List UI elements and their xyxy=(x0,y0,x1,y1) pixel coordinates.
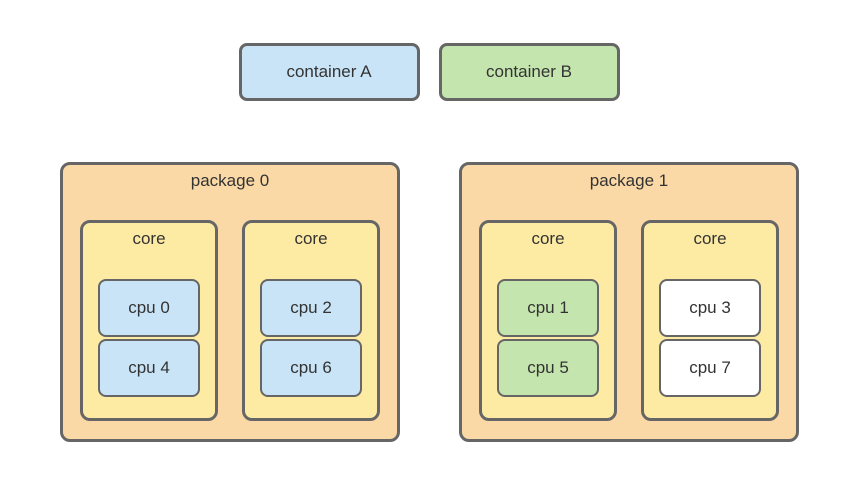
cpu-6: cpu 6 xyxy=(260,339,362,397)
cpu-0-label: cpu 0 xyxy=(128,298,170,317)
core-label: core xyxy=(294,229,328,248)
package-1-cores: core cpu 1 cpu 5 core cpu 3 xyxy=(479,220,779,421)
cpu-5: cpu 5 xyxy=(497,339,599,397)
cpu-stack: cpu 0 cpu 4 xyxy=(83,279,215,397)
cpu-7: cpu 7 xyxy=(659,339,761,397)
cpu-stack: cpu 2 cpu 6 xyxy=(245,279,377,397)
package-0-label: package 0 xyxy=(190,171,270,190)
core-label: core xyxy=(531,229,565,248)
package-1-core-0: core cpu 1 cpu 5 xyxy=(479,220,617,421)
package-0-cores: core cpu 0 cpu 4 core cpu 2 xyxy=(80,220,380,421)
legend-container-a-label: container A xyxy=(286,62,372,81)
package-1-label: package 1 xyxy=(589,171,669,190)
package-1-core-1: core cpu 3 cpu 7 xyxy=(641,220,779,421)
cpu-2-label: cpu 2 xyxy=(290,298,332,317)
package-0-core-1: core cpu 2 cpu 6 xyxy=(242,220,380,421)
legend-container-a: container A xyxy=(238,43,420,101)
cpu-6-label: cpu 6 xyxy=(290,358,332,377)
cpu-1-label: cpu 1 xyxy=(527,298,569,317)
packages-row: package 0 core cpu 0 cpu 4 core xyxy=(60,162,799,442)
cpu-1: cpu 1 xyxy=(497,279,599,337)
core-label: core xyxy=(132,229,166,248)
cpu-stack: cpu 1 cpu 5 xyxy=(482,279,614,397)
cpu-0: cpu 0 xyxy=(98,279,200,337)
package-0: package 0 core cpu 0 cpu 4 core xyxy=(60,162,400,442)
cpu-3-label: cpu 3 xyxy=(689,298,731,317)
cpu-2: cpu 2 xyxy=(260,279,362,337)
cpu-3: cpu 3 xyxy=(659,279,761,337)
package-1: package 1 core cpu 1 cpu 5 core xyxy=(459,162,799,442)
cpu-4-label: cpu 4 xyxy=(128,358,170,377)
cpu-5-label: cpu 5 xyxy=(527,358,569,377)
legend-container-b-label: container B xyxy=(486,62,572,81)
cpu-stack: cpu 3 cpu 7 xyxy=(644,279,776,397)
core-label: core xyxy=(693,229,727,248)
container-legend: container A container B xyxy=(0,43,858,101)
cpu-4: cpu 4 xyxy=(98,339,200,397)
cpu-7-label: cpu 7 xyxy=(689,358,731,377)
legend-container-b: container B xyxy=(438,43,620,101)
package-0-core-0: core cpu 0 cpu 4 xyxy=(80,220,218,421)
